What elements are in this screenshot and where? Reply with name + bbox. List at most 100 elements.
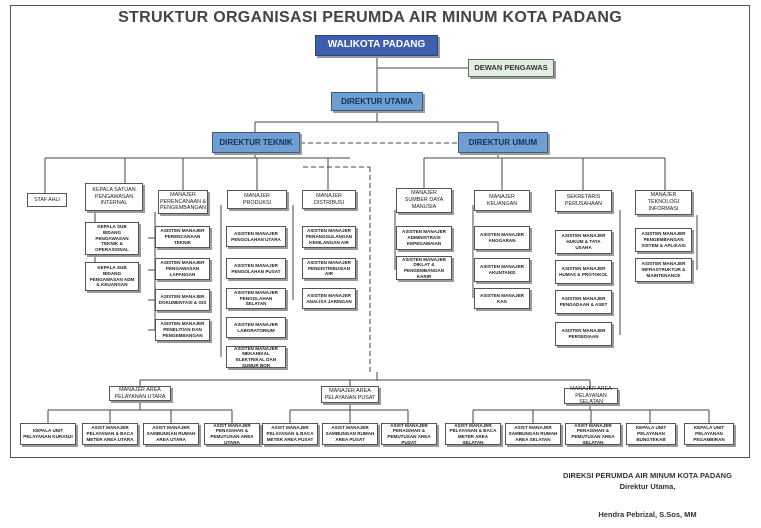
selatan-sub-3-box: ASIST MANAJER PENAGIHAN & PEMUTUSAN AREA… [565, 423, 621, 445]
perencanaan-sub-2-label: ASISTEN MANAJER PENGAWASAN LAPANGAN [160, 260, 205, 277]
produksi-sub-4-box: ASISTEN MANAJER LABORATORIUM [226, 317, 286, 338]
sekretaris-sub-1-box: ASISTEN MANAJER HUKUM & TATA USAHA [555, 230, 612, 254]
dewan-pengawas-box: DEWAN PENGAWAS [468, 59, 554, 77]
ti-sub-2-label: ASISTEN MANAJER INFRASTRUKTUR & MAINTENA… [641, 261, 686, 278]
perencanaan-sub-1-box: ASISTEN MANAJER PERENCANAAN TEKNIK [155, 226, 210, 248]
pusat-sub-3-label: ASIST MANAJER PENAGIHAN & PEMUTUSAN AREA… [387, 422, 431, 445]
keuangan-sub-1-box: ASISTEN MANAJER ANGGARAN [474, 226, 530, 250]
selatan-sub-3-label: ASIST MANAJER PENAGIHAN & PEMUTUSAN AREA… [571, 422, 615, 445]
area-selatan-label: MANAJER AREA PELAYANAN SELATAN [570, 385, 612, 406]
ti-sub-1-label: ASISTEN MANAJER PENGEMBANGAN SISTEM & AP… [641, 231, 686, 248]
pusat-sub-1-box: ASIST MANAJER PELAYANAN & BACA METER ARE… [262, 423, 318, 445]
area-utara-label: MANAJER AREA PELAYANAN UTARA [114, 386, 166, 400]
produksi-sub-3-label: ASISTEN MANAJER PENGOLAHAN SELATAN [234, 289, 278, 307]
distribusi-sub-3-box: ASISTEN MANAJER ANALISA JARINGAN [302, 288, 356, 309]
utara-sub-3-box: ASIST MANAJER SAMBUNGAN RUMAH AREA UTARA [143, 423, 199, 445]
utara-sub-2-box: ASIST MANAJER PELAYANAN & BACA METER ARE… [82, 423, 138, 445]
ti-label: MANAJER TEKNOLOGI INFORMASI [647, 192, 680, 212]
perencanaan-sub-3-box: ASISTEN MANAJER DOKUMENTASI & GIS [155, 289, 210, 311]
sekretaris-sub-2-label: ASISTEN MANAJER HUMAS & PROTOKOL [559, 266, 608, 277]
direktur-umum-box: DIREKTUR UMUM [458, 132, 548, 153]
keuangan-sub-3-box: ASISTEN MANAJER KAS [474, 288, 530, 309]
utara-sub-4-box: ASIST MANAJER PENAGIHAN & PEMUTUSAN AREA… [204, 423, 260, 445]
produksi-label: MANAJER PRODUKSI [242, 192, 272, 206]
direktur-utama-box: DIREKTUR UTAMA [331, 92, 423, 111]
ti-sub-2-box: ASISTEN MANAJER INFRASTRUKTUR & MAINTENA… [635, 258, 692, 282]
produksi-sub-5-box: ASISTEN MANAJER MEKANIKAL ELEKTRIKAL DAN… [226, 346, 286, 368]
produksi-sub-1-box: ASISTEN MANAJER PENGOLAHAN UTARA [226, 226, 286, 247]
keuangan-label: MANAJER KEUANGAN [486, 193, 518, 207]
sekretaris-box: SEKRETARIS PERUSAHAAN [555, 190, 612, 212]
distribusi-sub-3-label: ASISTEN MANAJER ANALISA JARINGAN [306, 292, 352, 304]
utara-sub-2-label: ASIST MANAJER PELAYANAN & BACA METER ARE… [86, 425, 134, 442]
selatan-sub-4-box: KEPALA UNIT PELAYANAN BUNGTEKAB [626, 423, 676, 445]
perencanaan-label: MANAJER PERENCANAAN & PENGEMBANGAN [159, 191, 207, 212]
ti-box: MANAJER TEKNOLOGI INFORMASI [635, 190, 692, 215]
selatan-sub-4-label: KEPALA UNIT PELAYANAN BUNGTEKAB [635, 425, 667, 442]
direktur-teknik-box: DIREKTUR TEKNIK [212, 132, 300, 153]
pusat-sub-1-label: ASIST MANAJER PELAYANAN & BACA METER ARE… [266, 425, 314, 442]
sekretaris-sub-3-box: ASISTEN MANAJER PENGADAAN & ASET [555, 290, 612, 314]
selatan-sub-1-box: ASIST MANAJER PELAYANAN & BACA METER ARE… [445, 423, 501, 445]
area-pusat-label: MANAJER AREA PELAYANAN PUSAT [324, 387, 376, 401]
distribusi-sub-1-label: ASISTEN MANAJER PENANGGULANGAN KEHILANGA… [305, 228, 353, 245]
area-pusat-box: MANAJER AREA PELAYANAN PUSAT [321, 386, 379, 403]
produksi-box: MANAJER PRODUKSI [227, 190, 287, 209]
produksi-sub-1-label: ASISTEN MANAJER PENGOLAHAN UTARA [231, 230, 281, 242]
keuangan-sub-1-label: ASISTEN MANAJER ANGGARAN [480, 232, 524, 243]
spi-label: KEPALA SATUAN PENGAWASAN INTERNAL [92, 186, 136, 207]
distribusi-box: MANAJER DISTRIBUSI [302, 190, 356, 209]
direktur-utama-label: DIREKTUR UTAMA [341, 96, 413, 106]
selatan-sub-5-label: KEPALA UNIT PELAYANAN PEGAMBIRAN [693, 425, 725, 442]
sdm-sub-1-label: ASISTEN MANAJER ADMINISTRASI KEPEGAWAIAN [402, 229, 446, 246]
perencanaan-sub-3-label: ASISTEN MANAJER DOKUMENTASI & GIS [158, 294, 207, 305]
sekretaris-sub-4-box: ASISTEN MANAJER PERSEDIAAN [555, 322, 612, 346]
sdm-sub-1-box: ASISTEN MANAJER ADMINISTRASI KEPEGAWAIAN [396, 226, 452, 250]
perencanaan-sub-4-label: ASISTEN MANAJER PENELITIAN DAN PENGEMBAN… [160, 321, 205, 338]
spi-sub-1-label: KEPALA SUB BIDANG PENGAWASAN TEKNIK & OP… [95, 224, 129, 253]
utara-sub-4-label: ASIST MANAJER PENAGIHAN & PEMUTUSAN AREA… [210, 422, 254, 445]
selatan-sub-2-box: ASIST MANAJER SAMBUNGAN RUMAH AREA SELAT… [505, 423, 561, 445]
spi-sub-2-box: KEPALA SUB BIDANG PENGAWASAN ADM & KEUAN… [85, 262, 139, 291]
selatan-sub-1-label: ASIST MANAJER PELAYANAN & BACA METER ARE… [449, 422, 497, 445]
perencanaan-sub-4-box: ASISTEN MANAJER PENELITIAN DAN PENGEMBAN… [155, 319, 210, 341]
spi-sub-1-box: KEPALA SUB BIDANG PENGAWASAN TEKNIK & OP… [85, 222, 139, 255]
sekretaris-label: SEKRETARIS PERUSAHAAN [564, 194, 603, 207]
direktur-umum-label: DIREKTUR UMUM [468, 137, 538, 147]
sekretaris-sub-2-box: ASISTEN MANAJER HUMAS & PROTOKOL [555, 260, 612, 284]
pusat-sub-3-box: ASIST MANAJER PENAGIHAN & PEMUTUSAN AREA… [381, 423, 437, 445]
distribusi-sub-2-box: ASISTEN MANAJER PENDISTRIBUSIAN AIR [302, 258, 356, 279]
produksi-sub-2-label: ASISTEN MANAJER PENGOLAHAN PUSAT [231, 262, 281, 274]
sdm-sub-2-label: ASISTEN MANAJER DIKLAT & PENGEMBANGAN KA… [402, 256, 446, 279]
produksi-sub-2-box: ASISTEN MANAJER PENGOLAHAN PUSAT [226, 258, 286, 279]
chart-frame [10, 5, 750, 458]
pusat-sub-2-box: ASIST MANAJER SAMBUNGAN RUMAH AREA PUSAT [322, 423, 378, 445]
sdm-sub-2-box: ASISTEN MANAJER DIKLAT & PENGEMBANGAN KA… [396, 256, 452, 280]
produksi-sub-5-label: ASISTEN MANAJER MEKANIKAL ELEKTRIKAL DAN… [234, 345, 278, 368]
staf-ahli-label: STAF AHLI [34, 196, 60, 203]
utara-sub-1-label: KEPALA UNIT PELAYANAN KURANJI [23, 428, 73, 439]
sdm-box: MANAJER SUMBER DAYA MANUSIA [396, 188, 452, 213]
distribusi-sub-2-label: ASISTEN MANAJER PENDISTRIBUSIAN AIR [307, 259, 351, 277]
distribusi-sub-1-box: ASISTEN MANAJER PENANGGULANGAN KEHILANGA… [302, 226, 356, 248]
produksi-sub-3-box: ASISTEN MANAJER PENGOLAHAN SELATAN [226, 288, 286, 309]
utara-sub-1-box: KEPALA UNIT PELAYANAN KURANJI [20, 423, 76, 445]
area-utara-box: MANAJER AREA PELAYANAN UTARA [109, 386, 171, 401]
sekretaris-sub-4-label: ASISTEN MANAJER PERSEDIAAN [561, 328, 606, 339]
perencanaan-sub-1-label: ASISTEN MANAJER PERENCANAAN TEKNIK [160, 228, 205, 245]
sekretaris-sub-3-label: ASISTEN MANAJER PENGADAAN & ASET [559, 296, 608, 307]
chart-title: STRUKTUR ORGANISASI PERUMDA AIR MINUM KO… [118, 9, 622, 26]
footer-direksi: DIREKSI PERUMDA AIR MINUM KOTA PADANG [563, 471, 732, 480]
keuangan-sub-2-box: ASISTEN MANAJER AKUNTANSI [474, 258, 530, 282]
perencanaan-box: MANAJER PERENCANAAN & PENGEMBANGAN [158, 190, 208, 214]
dewan-pengawas-label: DEWAN PENGAWAS [474, 63, 548, 73]
sekretaris-sub-1-label: ASISTEN MANAJER HUKUM & TATA USAHA [561, 233, 606, 250]
direktur-teknik-label: DIREKTUR TEKNIK [219, 137, 293, 147]
footer-direktur-utama: Direktur Utama, [619, 482, 676, 491]
pusat-sub-2-label: ASIST MANAJER SAMBUNGAN RUMAH AREA PUSAT [325, 425, 375, 442]
distribusi-label: MANAJER DISTRIBUSI [313, 192, 345, 206]
ti-sub-1-box: ASISTEN MANAJER PENGEMBANGAN SISTEM & AP… [635, 228, 692, 252]
area-selatan-box: MANAJER AREA PELAYANAN SELATAN [564, 385, 618, 406]
walikota-box: WALIKOTA PADANG [315, 35, 438, 56]
keuangan-box: MANAJER KEUANGAN [474, 190, 530, 211]
